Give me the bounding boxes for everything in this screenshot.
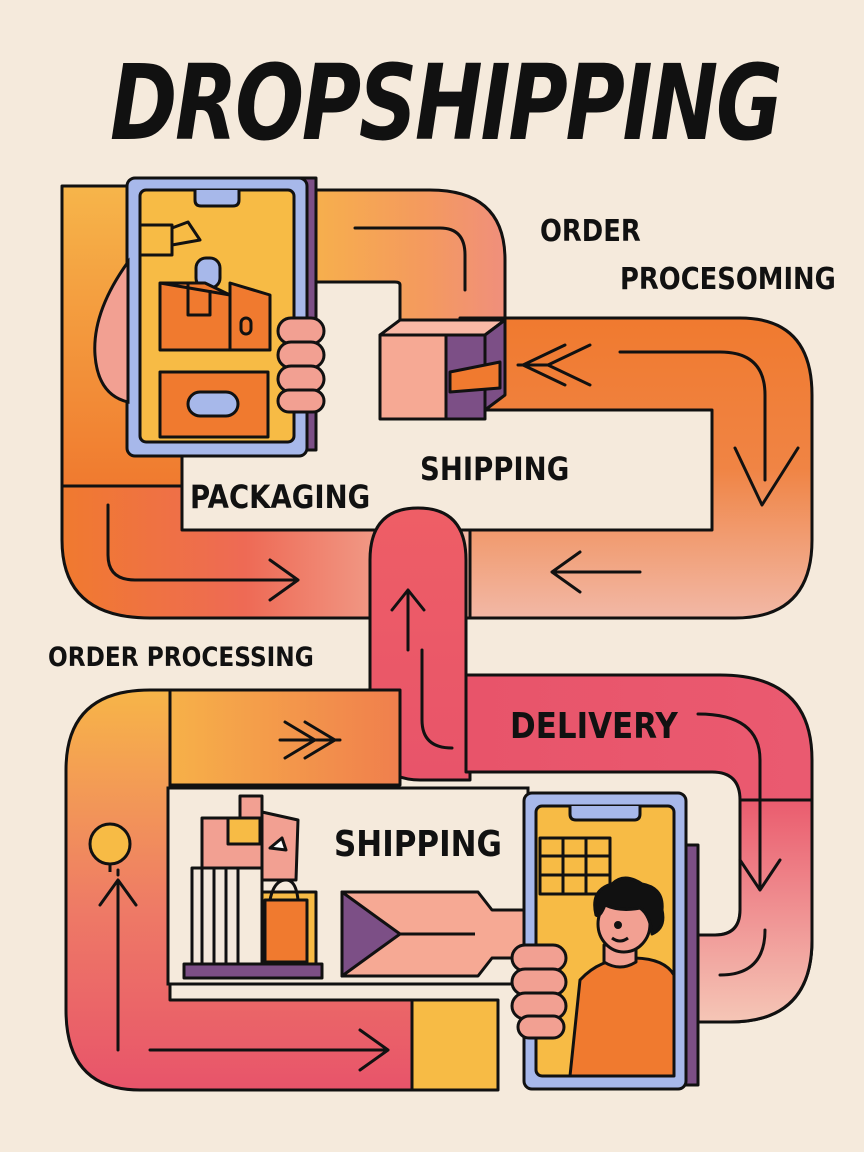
window-icon: [538, 836, 612, 896]
store-building-icon: [182, 794, 324, 980]
label-order: ORDER: [540, 214, 641, 249]
hand-icon: [276, 316, 326, 414]
delivery-person-icon: [568, 876, 676, 1078]
smartphone-icon: [125, 176, 318, 458]
arrow-head-right-down: [733, 446, 800, 507]
arrow-stem-up: [390, 588, 426, 652]
label-shipping-upper: SHIPPING: [420, 450, 570, 488]
shopping-bag-icon: [158, 256, 272, 352]
delivery-phone: [522, 791, 700, 1091]
parcel-arrow-icon: [340, 890, 534, 978]
flow-belts: [60, 184, 814, 1092]
label-procesoming: PROCESOMING: [620, 262, 836, 297]
middle-belt: [60, 484, 472, 620]
user-pin-icon: [88, 822, 132, 872]
arrow-mid-left: [550, 550, 642, 594]
arrow-left-up: [98, 868, 138, 1052]
right-belt: [458, 316, 814, 620]
hand-icon: [510, 943, 568, 1040]
arrow-top-curve: [353, 226, 467, 292]
label-shipping-lower: SHIPPING: [334, 824, 502, 865]
page-title: DROPSHIPPING: [110, 42, 783, 164]
arrow-right-lower: [718, 928, 767, 977]
arrow-double-right: [278, 720, 342, 760]
lower-top-belt: [148, 688, 402, 787]
bottom-block: [410, 998, 500, 1092]
arrow-bottom-right: [148, 1028, 390, 1072]
product-pill: [186, 390, 240, 418]
label-delivery: DELIVERY: [510, 706, 678, 747]
arrow-packaging-right: [106, 503, 300, 602]
top-belt: [298, 188, 507, 332]
open-box-icon: [140, 220, 202, 257]
arrow-right-back: [618, 350, 767, 482]
arrow-delivery-down: [696, 712, 782, 892]
label-packaging: PACKAGING: [190, 478, 371, 516]
lower-right-belt: [688, 798, 814, 1024]
label-order-processing: ORDER PROCESSING: [48, 642, 314, 673]
parcel-box-icon: [378, 318, 507, 421]
flow-arrows: [98, 226, 800, 1072]
leaf-shape: [93, 257, 130, 404]
arrow-stem-down: [420, 648, 454, 750]
